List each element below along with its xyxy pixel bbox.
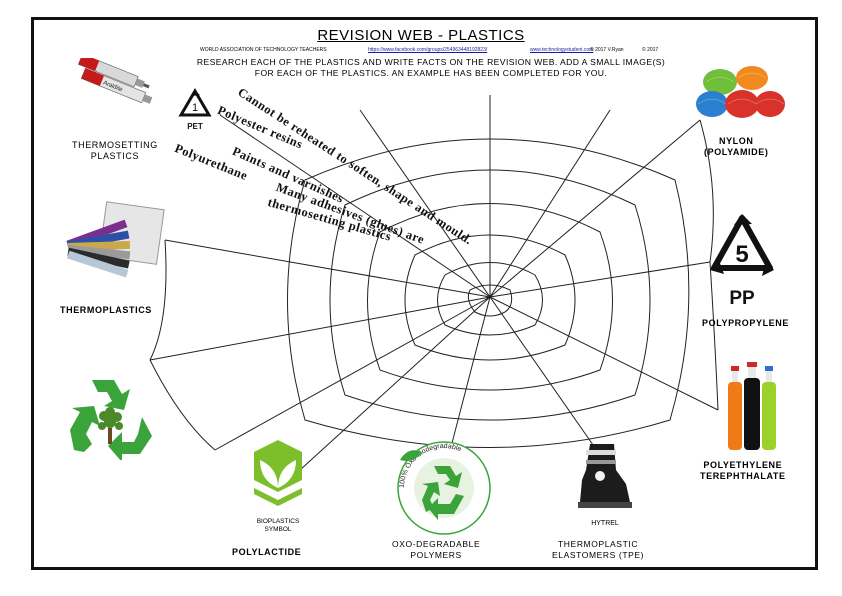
label-thermoplastics: THERMOPLASTICS	[60, 305, 152, 315]
pet-recycle-icon: 1 PET	[178, 88, 212, 131]
hytrel-caption: HYTREL	[591, 520, 619, 527]
web-spoke	[299, 296, 491, 471]
web-spoke	[164, 239, 491, 298]
web-ring	[329, 169, 651, 421]
pet-abbr: PET	[187, 122, 203, 131]
web-spoke	[219, 114, 491, 298]
web-ring	[437, 262, 543, 336]
copyright-1: © 2017 V.Ryan	[590, 47, 624, 53]
pp-code: 5	[735, 241, 748, 268]
web-ring	[367, 203, 613, 391]
web-ring	[467, 284, 513, 317]
web-spoke	[489, 261, 711, 298]
recycle-tree-icon	[70, 380, 152, 460]
web-spoke	[444, 296, 491, 471]
web-spoke	[489, 296, 719, 411]
nylon-rope-image	[696, 66, 785, 118]
label-polylactide: POLYLACTIDE	[232, 547, 302, 557]
web-spoke	[489, 109, 611, 298]
pet-code: 1	[192, 102, 198, 114]
label-pet: POLYETHYLENE TEREPHTHALATE	[700, 460, 786, 481]
website-link[interactable]: www.technologystudent.com	[530, 47, 594, 53]
web-ring	[404, 234, 576, 361]
page-title: REVISION WEB - PLASTICS	[317, 27, 525, 44]
acrylic-sheets-image	[66, 201, 165, 278]
pet-bottles-image	[728, 362, 776, 450]
org-credit: WORLD ASSOCIATION OF TECHNOLOGY TEACHERS	[200, 47, 327, 53]
label-tpe: THERMOPLASTIC ELASTOMERS (TPE)	[552, 539, 645, 560]
facebook-link[interactable]: https://www.facebook.com/groups/25496344…	[368, 47, 488, 53]
label-polypropylene: POLYPROPYLENE	[702, 318, 789, 328]
copyright-2: © 2017	[642, 47, 659, 53]
pp-recycle-icon: 5 PP	[710, 214, 774, 309]
bioplastics-symbol-icon	[254, 440, 302, 506]
adhesive-tubes-image: Araldite	[78, 58, 153, 104]
oxo-degradable-badge: 100% Oxo-biodegradable	[397, 441, 491, 535]
web-ring	[287, 138, 690, 448]
web-spoke	[489, 119, 701, 298]
web-spoke	[489, 296, 601, 456]
web-spoke	[149, 296, 491, 361]
ski-boot-image	[578, 444, 632, 508]
label-nylon: NYLON (POLYAMIDE)	[704, 136, 769, 157]
bioplastics-caption: BIOPLASTICS SYMBOL	[256, 518, 300, 533]
instructions: RESEARCH EACH OF THE PLASTICS AND WRITE …	[196, 57, 666, 78]
label-thermosetting: THERMOSETTING PLASTICS	[72, 140, 158, 161]
web-spoke	[214, 296, 491, 451]
label-oxo: OXO-DEGRADABLE POLYMERS	[392, 539, 481, 560]
pp-abbr: PP	[729, 288, 755, 309]
